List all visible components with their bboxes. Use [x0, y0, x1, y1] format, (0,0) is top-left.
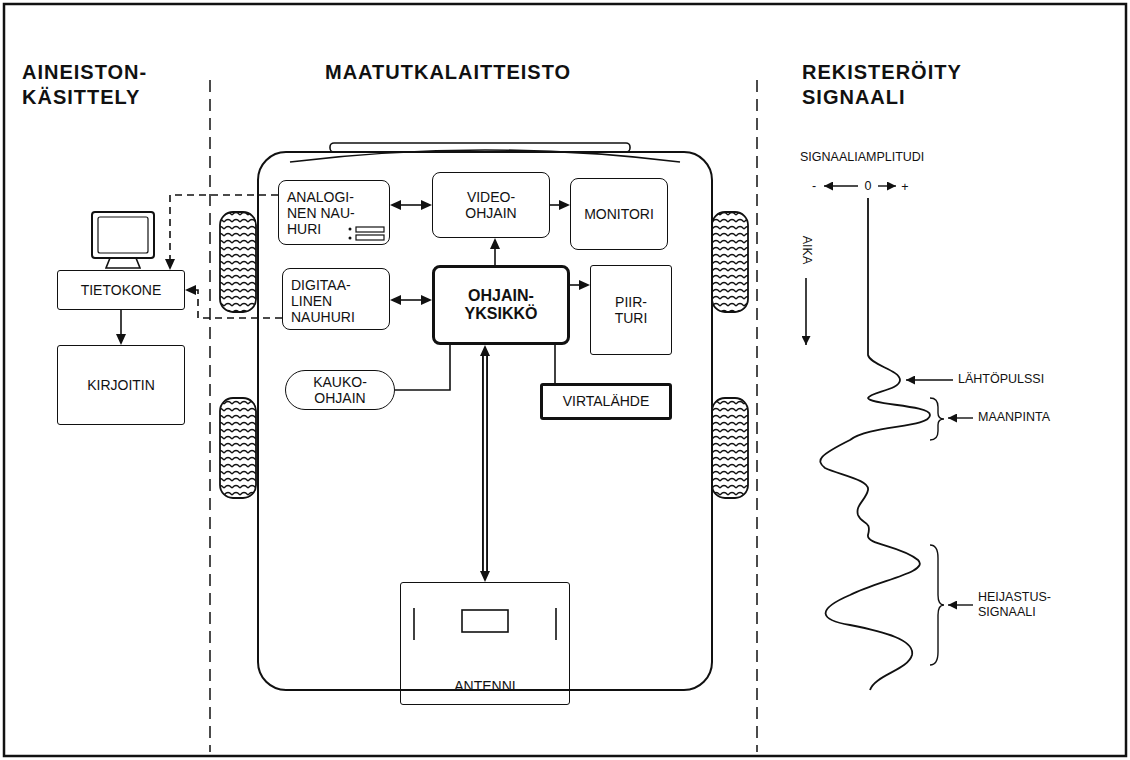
- box-label: TIETOKONE: [81, 282, 162, 298]
- tape-icon: [356, 227, 384, 232]
- computer-screen: [92, 212, 154, 258]
- tape-icon: [349, 228, 352, 231]
- remote-control-box: KAUKO- OHJAIN: [285, 370, 395, 410]
- section-heading: AINEISTON- KÄSITTELY: [22, 60, 192, 110]
- signal-trace: [820, 198, 930, 690]
- connector-line: [170, 195, 278, 262]
- arrowhead: [390, 200, 401, 210]
- box-label: ANALOGI- NEN NAU- HURI: [287, 189, 363, 237]
- computer-box: TIETOKONE: [57, 270, 185, 310]
- arrowhead: [390, 295, 401, 305]
- connector: [555, 345, 556, 383]
- power-supply-box: VIRTALÄHDE: [540, 383, 672, 420]
- brace: [930, 398, 944, 440]
- tape-recorder-box: ANALOGI- NEN NAU- HURI: [278, 180, 390, 245]
- callout-label: MAANPINTA: [978, 410, 1050, 425]
- tape-recorder-box: DIGITAA- LINEN NAUHURI: [282, 268, 390, 330]
- arrowhead: [579, 280, 590, 290]
- arrowhead: [490, 238, 500, 249]
- wheel: [712, 212, 748, 312]
- connector-line: [193, 290, 282, 318]
- computer-screen: [98, 217, 148, 253]
- monitor-box: MONITORI: [570, 178, 668, 250]
- connector: [390, 295, 432, 305]
- arrowhead: [559, 200, 570, 210]
- callout-label: HEIJASTUS- SIGNAALI: [978, 590, 1073, 620]
- separator: [209, 80, 211, 752]
- separator: [756, 80, 758, 752]
- leader-arrow: [906, 379, 953, 380]
- connector-line: [484, 353, 486, 574]
- box-label: KAUKO- OHJAIN: [304, 374, 376, 406]
- wheel: [220, 398, 256, 498]
- connector: [165, 195, 278, 270]
- box-label: MONITORI: [584, 206, 654, 222]
- box-label: VIRTALÄHDE: [563, 393, 650, 409]
- leader-arrow: [948, 417, 973, 418]
- box-label: PIIR- TURI: [606, 294, 656, 326]
- arrowhead: [421, 295, 432, 305]
- arrowhead: [421, 200, 432, 210]
- antenna-box: ANTENNI: [400, 582, 570, 705]
- box-label: VIDEO- OHJAIN: [455, 189, 527, 221]
- vehicle-body: [258, 152, 712, 690]
- connector: [390, 200, 432, 210]
- connector-line: [395, 345, 450, 390]
- box-label: DIGITAA- LINEN NAUHURI: [291, 277, 367, 325]
- axis-sign: +: [901, 180, 908, 195]
- axis-zero: 0: [862, 179, 875, 194]
- connector-line: [554, 345, 556, 383]
- wheel: [220, 212, 256, 312]
- connector-line: [482, 353, 488, 574]
- printer-box: KIRJOITIN: [57, 345, 185, 425]
- arrowhead: [185, 285, 196, 295]
- connector: [185, 285, 282, 318]
- section-heading: REKISTERÖITY SIGNAALI: [802, 60, 1002, 110]
- box-label: KIRJOITIN: [87, 377, 155, 393]
- connector-line: [398, 299, 424, 301]
- tape-icon: [349, 237, 352, 240]
- axis-sign: -: [812, 179, 816, 194]
- arrowhead: [116, 334, 126, 345]
- connector: [490, 238, 500, 265]
- connector-line: [120, 310, 122, 337]
- leader-arrow: [948, 604, 973, 605]
- axis-title: AIKA: [799, 236, 814, 265]
- box-label: ANTENNI: [454, 678, 515, 694]
- connector: [395, 345, 450, 390]
- time-arrow: [805, 278, 807, 345]
- connector-line: [398, 204, 424, 206]
- antenna-mark: [555, 608, 557, 640]
- brace: [930, 545, 944, 665]
- plotter-box: PIIR- TURI: [590, 265, 672, 355]
- arrowhead: [480, 345, 490, 356]
- control-unit-box: OHJAIN- YKSIKKÖ: [432, 265, 570, 345]
- antenna-mark: [413, 608, 415, 640]
- arrowhead: [165, 259, 175, 270]
- connector: [570, 280, 590, 290]
- connector: [550, 200, 570, 210]
- arrowhead: [480, 571, 490, 582]
- computer-stand: [106, 258, 140, 268]
- video-controller-box: VIDEO- OHJAIN: [432, 172, 550, 238]
- axis-arrow: [824, 185, 858, 186]
- frame: [4, 4, 1126, 756]
- section-heading: MAATUTKALAITTEISTO: [325, 60, 571, 85]
- axis-title: SIGNAALIAMPLITUDI: [800, 150, 924, 165]
- connector: [116, 310, 126, 345]
- wheel: [712, 398, 748, 498]
- connector: [480, 345, 490, 582]
- callout-label: LÄHTÖPULSSI: [958, 372, 1044, 387]
- box-label: OHJAIN- YKSIKKÖ: [446, 287, 556, 324]
- tape-icon: [356, 235, 384, 240]
- axis-arrow: [878, 185, 896, 186]
- antenna-element: [462, 610, 508, 632]
